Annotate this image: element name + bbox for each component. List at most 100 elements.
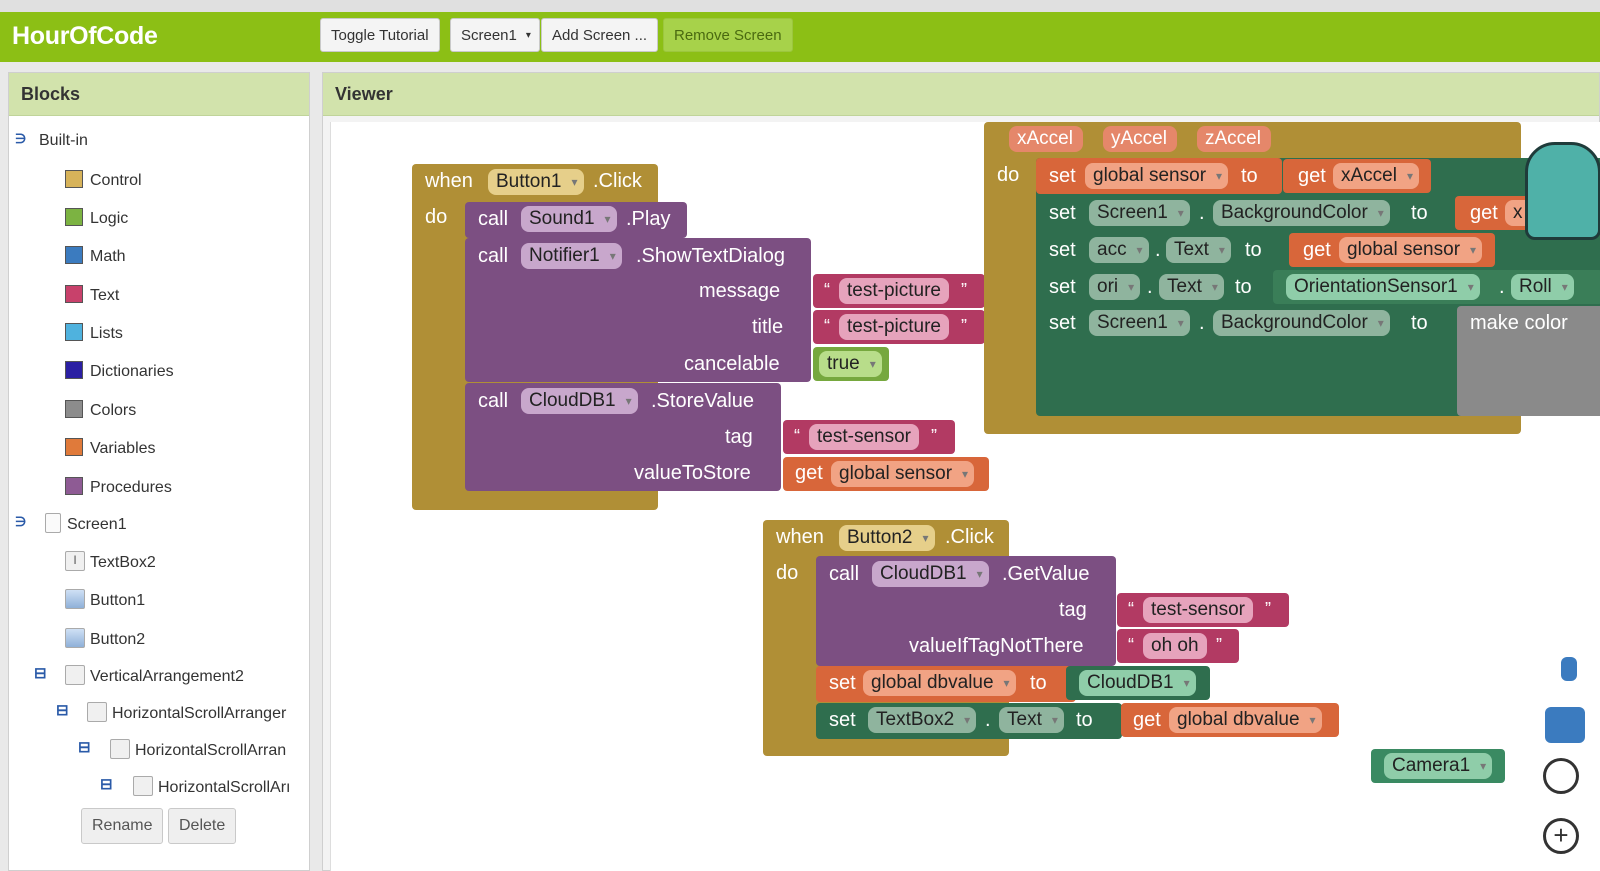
property-dropdown[interactable]: Text — [1159, 274, 1224, 300]
collapse-icon[interactable]: ∋ — [15, 131, 27, 146]
screen-select-label: Screen1 — [461, 27, 517, 44]
math-block-fragment[interactable] — [1561, 657, 1577, 681]
component-label: TextBox2 — [90, 554, 156, 571]
procedures-swatch-icon — [65, 477, 83, 495]
viewer-panel-title: Viewer — [323, 73, 1599, 116]
toggle-tutorial-button[interactable]: Toggle Tutorial — [320, 18, 440, 52]
collapse-icon[interactable]: ∋ — [15, 514, 27, 529]
param-zaccel[interactable]: zAccel — [1197, 126, 1271, 152]
get-keyword: get — [1133, 709, 1161, 731]
open-quote-icon: “ — [824, 280, 830, 300]
set-keyword: set — [829, 672, 856, 694]
component-label: Button2 — [90, 631, 146, 648]
recenter-icon[interactable] — [1543, 758, 1579, 794]
screen-icon — [45, 513, 61, 533]
true-dropdown[interactable]: true — [819, 351, 882, 377]
screen-select[interactable]: Screen1 ▾ — [450, 18, 540, 52]
builtin-header[interactable]: Built-in — [39, 132, 88, 149]
method-name: .StoreValue — [651, 390, 755, 412]
variable-dropdown[interactable]: global dbvalue — [1169, 707, 1322, 733]
to-keyword: to — [1076, 709, 1093, 731]
builtin-label: Dictionaries — [90, 363, 174, 380]
dot: . — [1199, 312, 1205, 334]
clouddb1-dropdown[interactable]: CloudDB1 — [872, 561, 989, 587]
component-label: Button1 — [90, 592, 146, 609]
horizontal-scroll-icon — [133, 776, 153, 796]
do-keyword: do — [425, 206, 448, 228]
roll-dropdown[interactable]: Roll — [1511, 274, 1574, 300]
open-quote-icon: “ — [824, 316, 830, 336]
control-swatch-icon — [65, 170, 83, 188]
button1-dropdown[interactable]: Button1 — [488, 169, 584, 195]
variables-swatch-icon — [65, 438, 83, 456]
make-color-label: make color — [1470, 312, 1568, 334]
math-swatch-icon — [65, 246, 83, 264]
param-label: cancelable — [684, 353, 780, 375]
text-value[interactable]: test-sensor — [1143, 597, 1253, 623]
add-screen-button[interactable]: Add Screen ... — [541, 18, 659, 52]
param-label: valueToStore — [634, 462, 751, 484]
event-name: .Click — [945, 526, 994, 548]
sound1-dropdown[interactable]: Sound1 — [521, 206, 617, 232]
collapse-icon[interactable]: ⊟ — [100, 776, 113, 793]
event-name: .Click — [593, 170, 642, 192]
variable-dropdown[interactable]: global sensor — [831, 461, 975, 487]
text-value[interactable]: test-picture — [839, 278, 949, 304]
get-keyword: get — [1303, 239, 1331, 261]
notifier1-dropdown[interactable]: Notifier1 — [521, 243, 622, 269]
acc-dropdown[interactable]: acc — [1089, 237, 1149, 263]
builtin-label: Text — [90, 287, 120, 304]
logic-swatch-icon — [65, 208, 83, 226]
property-dropdown[interactable]: BackgroundColor — [1213, 310, 1390, 336]
collapse-icon[interactable]: ⊟ — [78, 739, 91, 756]
camera1-dropdown[interactable]: Camera1 — [1384, 753, 1493, 779]
text-value[interactable]: test-sensor — [809, 424, 919, 450]
when-keyword: when — [776, 526, 824, 548]
text-swatch-icon — [65, 285, 83, 303]
text-value[interactable]: oh oh — [1143, 633, 1207, 659]
variable-dropdown[interactable]: xAccel — [1333, 163, 1419, 189]
screen1-dropdown[interactable]: Screen1 — [1089, 310, 1190, 336]
variable-dropdown[interactable]: global sensor — [1339, 237, 1483, 263]
param-yaccel[interactable]: yAccel — [1103, 126, 1177, 152]
open-quote-icon: “ — [1128, 635, 1134, 655]
screen1-dropdown[interactable]: Screen1 — [1089, 200, 1190, 226]
close-quote-icon: ” — [961, 316, 967, 336]
call-keyword: call — [478, 208, 509, 230]
ori-dropdown[interactable]: ori — [1089, 274, 1141, 300]
property-dropdown[interactable]: Text — [999, 707, 1064, 733]
orientationsensor1-dropdown[interactable]: OrientationSensor1 — [1286, 274, 1480, 300]
backpack-icon[interactable] — [1525, 142, 1600, 240]
blocks-workspace[interactable]: when Button1 .Click do call Sound1 .Play… — [330, 122, 1600, 871]
param-label: message — [699, 280, 781, 302]
block-fragment[interactable] — [1545, 707, 1585, 743]
to-keyword: to — [1411, 312, 1428, 334]
clouddb1-dropdown[interactable]: CloudDB1 — [1079, 670, 1196, 696]
remove-screen-button[interactable]: Remove Screen — [663, 18, 793, 52]
param-xaccel[interactable]: xAccel — [1009, 126, 1083, 152]
dictionaries-swatch-icon — [65, 361, 83, 379]
zoom-in-icon[interactable]: + — [1543, 818, 1579, 854]
button-icon — [65, 589, 85, 609]
make-color-block[interactable] — [1457, 306, 1600, 416]
do-keyword: do — [776, 562, 799, 584]
variable-dropdown[interactable]: global sensor — [1085, 163, 1229, 189]
button-icon — [65, 628, 85, 648]
textbox2-dropdown[interactable]: TextBox2 — [868, 707, 977, 733]
collapse-icon[interactable]: ⊟ — [34, 665, 47, 682]
app-title: HourOfCode — [12, 22, 158, 50]
chevron-down-icon: ▾ — [525, 30, 531, 41]
rename-button[interactable]: Rename — [81, 808, 164, 844]
component-label: HorizontalScrollArran — [135, 742, 287, 759]
builtin-label: Control — [90, 172, 142, 189]
button2-dropdown[interactable]: Button2 — [839, 525, 935, 551]
clouddb1-dropdown[interactable]: CloudDB1 — [521, 388, 638, 414]
param-label: title — [752, 316, 784, 338]
property-dropdown[interactable]: Text — [1166, 237, 1231, 263]
collapse-icon[interactable]: ⊟ — [56, 702, 69, 719]
text-value[interactable]: test-picture — [839, 314, 949, 340]
variable-dropdown[interactable]: global dbvalue — [863, 670, 1016, 696]
horizontal-scroll-icon — [87, 702, 107, 722]
property-dropdown[interactable]: BackgroundColor — [1213, 200, 1390, 226]
delete-button[interactable]: Delete — [168, 808, 237, 844]
